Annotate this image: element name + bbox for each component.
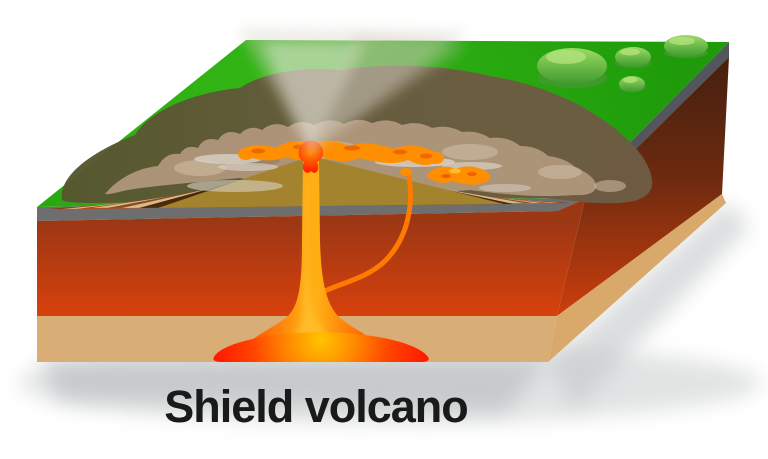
wisp	[479, 184, 531, 192]
bush-icon	[619, 76, 645, 92]
bush-icon	[537, 48, 607, 88]
branch-conduit-drip	[400, 168, 412, 176]
branch-conduit-path	[316, 169, 413, 297]
flow-layer-olive	[158, 156, 504, 208]
ash-patch	[594, 180, 626, 192]
wisp	[218, 163, 278, 171]
cap-spot	[420, 153, 432, 159]
cap-right-tip	[428, 152, 444, 164]
page-title: Shield volcano	[164, 381, 469, 432]
bush-icon	[664, 35, 708, 58]
bushes	[537, 35, 708, 92]
conduit-glow-core	[290, 165, 334, 340]
branch-conduit	[316, 168, 413, 297]
magma-chamber	[213, 332, 429, 362]
side-vent-spot	[441, 174, 451, 178]
shadow-right	[548, 202, 750, 410]
lava-flow-cap	[238, 140, 444, 166]
eruption-smoke-plume	[237, 28, 470, 152]
side-vent-lava	[426, 166, 491, 185]
conduit-body	[252, 154, 372, 340]
summit-vent-lava	[298, 140, 324, 173]
block-drop-shadow	[18, 202, 762, 423]
shadow-front	[40, 360, 548, 412]
side-vent-glow	[449, 168, 461, 174]
ash-patch	[538, 165, 582, 179]
wisp	[442, 162, 502, 170]
main-magma-conduit	[252, 154, 372, 340]
side-vent-spot	[467, 172, 477, 176]
basement-layer-side	[548, 194, 726, 362]
smoke-cone-right	[311, 34, 470, 150]
side-vent-body	[426, 166, 491, 185]
bush-icon	[615, 47, 651, 68]
cap-left-tip	[238, 148, 254, 160]
ash-patch	[174, 160, 226, 176]
ash-patch	[442, 144, 498, 160]
smoke-cone-core	[262, 42, 366, 152]
cap-body	[240, 140, 440, 166]
wisp	[187, 180, 283, 192]
cap-spot	[393, 149, 407, 155]
cap-spot	[251, 148, 265, 154]
cap-spot	[344, 145, 360, 151]
